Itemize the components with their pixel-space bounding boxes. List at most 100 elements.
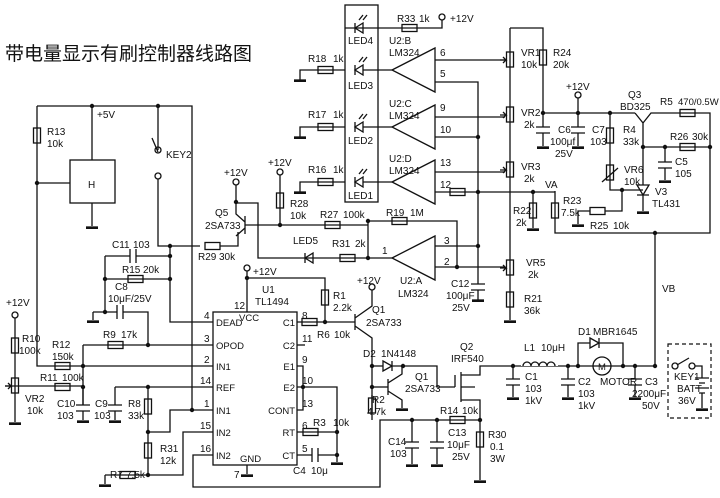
junction-dot bbox=[167, 276, 173, 282]
wire bbox=[387, 366, 403, 408]
label-vr3-value: 2k bbox=[524, 174, 536, 185]
label-r9-value: 17k bbox=[121, 330, 138, 341]
label-motor: MOTOR bbox=[600, 377, 637, 388]
junction-dot bbox=[334, 429, 340, 435]
label-c7-value: 103 bbox=[590, 137, 607, 148]
label-c4-value: 10μ bbox=[311, 466, 328, 477]
label-c1-value: 103 bbox=[525, 384, 542, 395]
supply-terminal-icon bbox=[11, 311, 19, 319]
label-r9-ref: R9 bbox=[103, 330, 116, 341]
u1-pin-num: 11 bbox=[302, 334, 313, 345]
junction-dot bbox=[189, 407, 195, 413]
label-key2: KEY2 bbox=[166, 150, 192, 161]
label-r14-ref: R14 bbox=[440, 406, 459, 417]
label-r7-value: 7.5k bbox=[126, 470, 146, 481]
inductor-icon bbox=[522, 361, 556, 367]
resistor-symbol bbox=[391, 216, 408, 226]
u1-pin-name: C1 bbox=[283, 318, 295, 329]
label-r21-value: 36k bbox=[524, 306, 541, 317]
wire bbox=[571, 126, 585, 134]
capacitor-gap bbox=[108, 405, 122, 411]
u1-pin-name: REF bbox=[216, 383, 235, 394]
label-r6-ref: R6 bbox=[317, 330, 330, 341]
supply-terminal-icon bbox=[154, 146, 162, 154]
label-c5-value: 105 bbox=[675, 169, 692, 180]
junction-dot bbox=[89, 103, 95, 109]
diode-icon bbox=[382, 359, 394, 373]
resistor-symbol bbox=[320, 289, 330, 306]
u1-pin-num: 9 bbox=[302, 355, 308, 366]
label-r8-value: 33k bbox=[128, 411, 145, 422]
label-c14-value: 103 bbox=[390, 449, 407, 460]
label-batt: BATT bbox=[677, 384, 702, 395]
u1-pin-name: IN2 bbox=[216, 451, 231, 462]
label-vr6-ref: VR6 bbox=[624, 165, 644, 176]
resistor-symbol bbox=[505, 161, 515, 178]
wire bbox=[554, 112, 711, 234]
label-r28-supply: +12V bbox=[268, 158, 292, 169]
u1-pin-name: CT bbox=[282, 451, 295, 462]
capacitor-gap bbox=[76, 405, 90, 411]
resistor-symbol bbox=[54, 361, 71, 371]
label-l1-value: 10μH bbox=[541, 343, 565, 354]
label-r11-value: 100k bbox=[62, 373, 85, 384]
label-vr2b-value: 10k bbox=[27, 406, 44, 417]
resistor-symbol bbox=[679, 142, 696, 152]
diode-icon bbox=[589, 336, 601, 350]
label-r17-ref: R17 bbox=[308, 110, 327, 121]
wire bbox=[695, 365, 709, 408]
wire bbox=[609, 113, 622, 191]
label-c2-ref: C2 bbox=[578, 377, 591, 388]
capacitor-gap bbox=[536, 127, 550, 133]
wire bbox=[220, 232, 239, 247]
supply-terminal-icon bbox=[154, 172, 162, 180]
label-u2b-part: LM324 bbox=[389, 48, 420, 59]
label-r26-value: 30k bbox=[692, 132, 709, 143]
resistor-symbol bbox=[143, 442, 153, 459]
op-amp-symbol bbox=[390, 46, 436, 94]
resistor-symbol bbox=[401, 23, 418, 33]
u1-pin-num: 13 bbox=[302, 399, 314, 410]
label-c11-ref: C11 bbox=[112, 240, 130, 251]
label-r23-ref: R23 bbox=[563, 196, 582, 207]
label-led3: LED3 bbox=[348, 81, 373, 92]
wire bbox=[235, 185, 246, 237]
wire bbox=[354, 290, 373, 415]
led5-icon bbox=[303, 251, 314, 265]
label-r21-ref: R21 bbox=[524, 294, 543, 305]
u1-pin-name: IN1 bbox=[216, 362, 231, 373]
label-r5-ref: R5 bbox=[660, 97, 673, 108]
label-r28-ref: R28 bbox=[290, 199, 309, 210]
label-vr5-ref: VR5 bbox=[526, 258, 546, 269]
label-c8-value: 10μF/25V bbox=[108, 294, 152, 305]
u1-pin-name: CONT bbox=[268, 406, 295, 417]
wire bbox=[311, 448, 319, 462]
wire bbox=[577, 342, 590, 366]
label-r29-value: 30k bbox=[219, 252, 236, 263]
resistor-symbol bbox=[302, 427, 319, 437]
capacitor-gap bbox=[430, 442, 444, 448]
junction-dot bbox=[475, 134, 481, 140]
label-r28-value: 10k bbox=[290, 211, 307, 222]
resistor-symbol bbox=[449, 187, 466, 197]
u1-pin-name: IN2 bbox=[216, 428, 231, 439]
junction-dot bbox=[322, 319, 328, 325]
label-vr1-value: 10k bbox=[521, 60, 538, 71]
led-icon bbox=[353, 175, 364, 189]
junction-dot bbox=[369, 363, 375, 369]
wire bbox=[510, 27, 544, 113]
wire bbox=[151, 137, 159, 153]
capacitor-gap bbox=[628, 379, 642, 385]
junction-dot bbox=[145, 342, 151, 348]
label-r2-value: 4.7k bbox=[367, 407, 387, 418]
potentiometer-wiper bbox=[500, 264, 508, 272]
label-c1-voltage: 1kV bbox=[525, 396, 543, 407]
wire bbox=[354, 113, 368, 132]
label-u2d-pin13: 13 bbox=[440, 158, 452, 169]
wire bbox=[536, 126, 550, 134]
resistor-symbol bbox=[550, 202, 560, 219]
label-c3-voltage: 50V bbox=[642, 401, 660, 412]
label-c3-value: 2200μF bbox=[632, 389, 666, 400]
label-vb: VB bbox=[662, 284, 676, 295]
u1-pin-name: DEAD bbox=[216, 318, 243, 329]
